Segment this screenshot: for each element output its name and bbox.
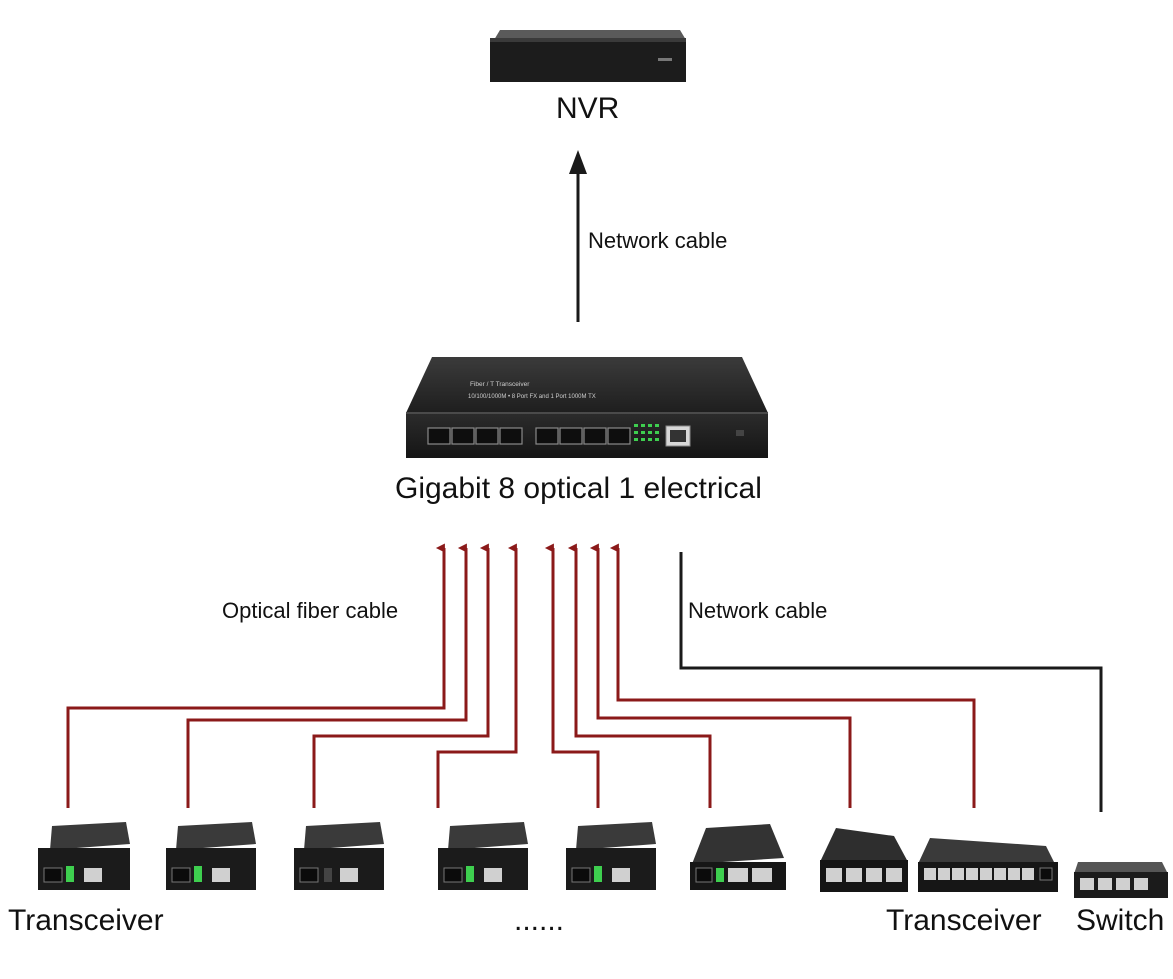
media-converter-icon <box>294 822 384 890</box>
nvr-device-icon <box>490 30 686 82</box>
status-leds <box>634 424 659 441</box>
ethernet-switch-icon <box>1074 862 1168 898</box>
fiber-cables <box>66 543 976 808</box>
sfp-ports-left <box>427 427 523 445</box>
nvr-label: NVR <box>556 92 620 125</box>
downlink-network-cable <box>679 552 1103 812</box>
right-transceiver-label: Transceiver <box>886 904 1042 937</box>
fiber-switch-icon: Fiber / T Transceiver 10/100/1000M • 8 P… <box>406 357 768 458</box>
ellipsis-label: ...... <box>514 904 565 937</box>
uplink-network-cable <box>569 150 587 322</box>
media-converter-icon <box>38 822 130 890</box>
switch-label: Switch <box>1076 904 1165 937</box>
media-converter-icon <box>566 822 656 890</box>
media-converter-icon <box>690 824 786 890</box>
media-converter-icon <box>438 822 528 890</box>
device-panel-line2: 10/100/1000M • 8 Port FX and 1 Port 1000… <box>468 394 596 400</box>
left-transceiver-label: Transceiver <box>8 904 164 937</box>
ethernet-switch-icon <box>820 828 908 892</box>
media-converter-icon <box>166 822 256 890</box>
device-panel-line1: Fiber / T Transceiver <box>470 381 530 388</box>
uplink-cable-label: Network cable <box>588 228 728 253</box>
power-indicator-icon <box>736 430 744 436</box>
ethernet-switch-icon <box>918 838 1058 892</box>
center-device-label: Gigabit 8 optical 1 electrical <box>395 472 762 505</box>
sfp-ports-right <box>535 427 631 445</box>
downlink-cable-label: Network cable <box>688 598 828 623</box>
fiber-cable-label: Optical fiber cable <box>222 598 399 623</box>
